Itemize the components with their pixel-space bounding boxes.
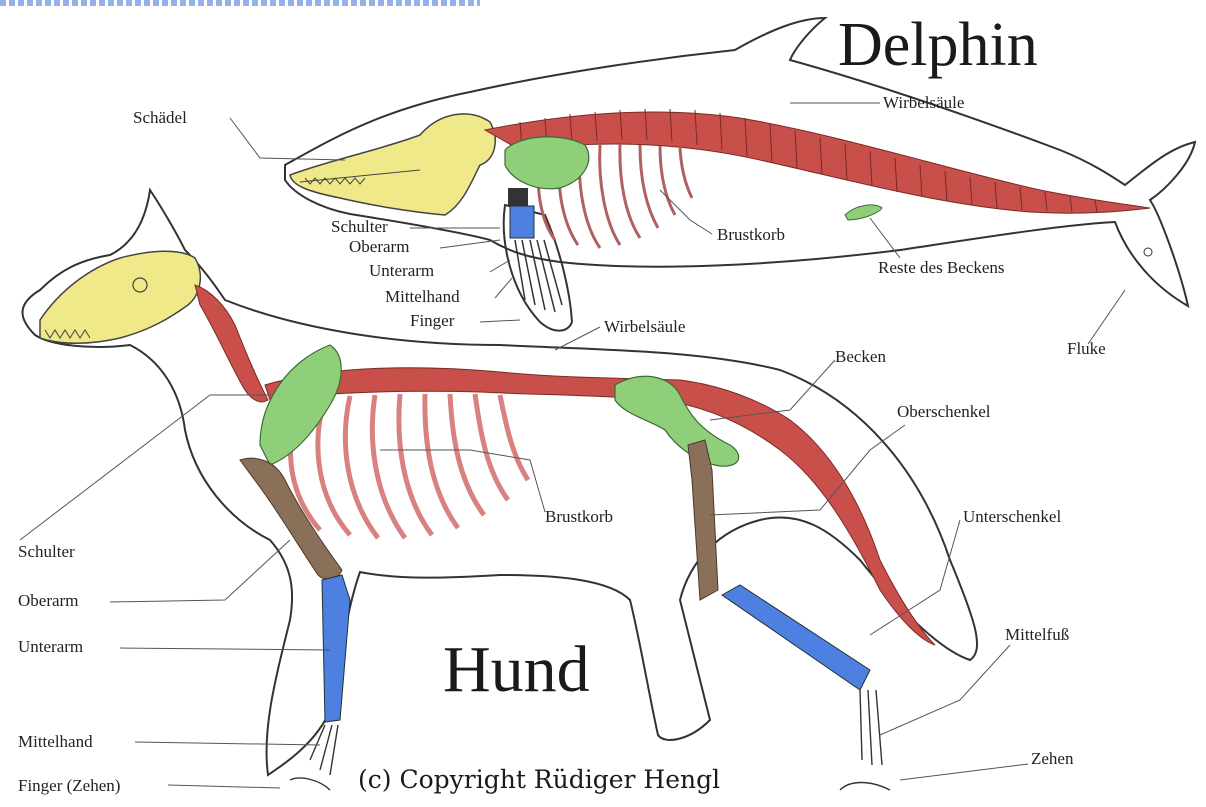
dolphin-pelvis-remnant bbox=[845, 205, 882, 220]
dog-label-metacarpus: Mittelhand bbox=[18, 733, 93, 750]
dog-label-spine: Wirbelsäule bbox=[604, 318, 685, 335]
dolphin-label-shoulder: Schulter bbox=[331, 218, 388, 235]
dolphin-label-ribcage: Brustkorb bbox=[717, 226, 785, 243]
dog-hind-shin bbox=[722, 585, 870, 690]
dog-front-forearm bbox=[322, 575, 350, 722]
dolphin-scapula bbox=[505, 137, 589, 189]
dolphin-label-pelvis-remnant: Reste des Beckens bbox=[878, 259, 1005, 276]
dolphin-label-fingers: Finger bbox=[410, 312, 454, 329]
copyright-notice: (c) Copyright Rüdiger Hengl bbox=[358, 765, 720, 794]
dolphin-forearm bbox=[510, 206, 534, 238]
dog-ribs bbox=[290, 394, 528, 538]
dolphin-drawing bbox=[285, 18, 1195, 331]
dog-label-pelvis: Becken bbox=[835, 348, 886, 365]
dog-label-thigh: Oberschenkel bbox=[897, 403, 990, 420]
dog-scapula bbox=[260, 345, 341, 465]
dolphin-title: Delphin bbox=[838, 14, 1038, 76]
dolphin-skull bbox=[290, 114, 495, 215]
dog-label-shoulder: Schulter bbox=[18, 543, 75, 560]
dog-label-ribcage: Brustkorb bbox=[545, 508, 613, 525]
dog-label-fingers-toes: Finger (Zehen) bbox=[18, 777, 120, 794]
dog-label-toes: Zehen bbox=[1031, 750, 1073, 767]
dog-hind-foot bbox=[840, 690, 890, 790]
dolphin-label-metacarpus: Mittelhand bbox=[385, 288, 460, 305]
dog-skull bbox=[40, 251, 200, 343]
dog-label-upper-arm: Oberarm bbox=[18, 592, 78, 609]
dolphin-label-skull: Schädel bbox=[133, 109, 187, 126]
dog-label-shin: Unterschenkel bbox=[963, 508, 1061, 525]
dolphin-hand bbox=[515, 240, 562, 312]
dog-title: Hund bbox=[443, 637, 590, 703]
dog-label-metatarsus: Mittelfuß bbox=[1005, 626, 1069, 643]
dog-label-forearm: Unterarm bbox=[18, 638, 83, 655]
dolphin-label-spine: Wirbelsäule bbox=[883, 94, 964, 111]
dolphin-humerus bbox=[508, 188, 528, 206]
dolphin-label-upper-arm: Oberarm bbox=[349, 238, 409, 255]
dolphin-label-forearm: Unterarm bbox=[369, 262, 434, 279]
dolphin-label-fluke: Fluke bbox=[1067, 340, 1106, 357]
